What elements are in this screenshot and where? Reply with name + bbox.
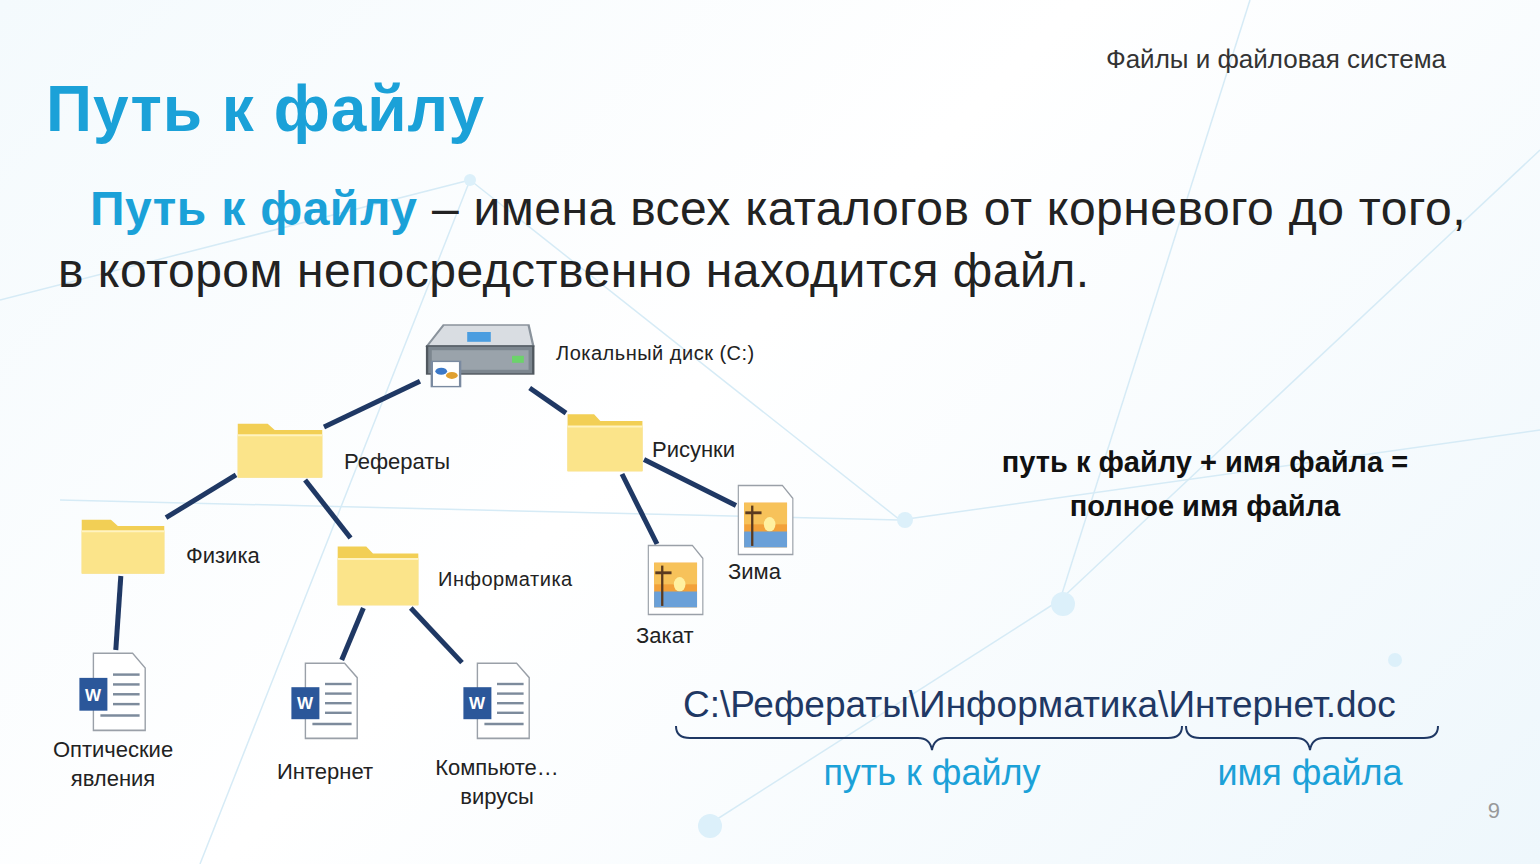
- full-path: C:\Рефераты\Информатика\Интернет.doc: [683, 684, 1396, 726]
- node-label: Информатика: [438, 566, 573, 592]
- folder-icon: [566, 406, 644, 474]
- definition: Путь к файлу – имена всех каталогов от к…: [58, 178, 1466, 302]
- page-number: 9: [1488, 798, 1500, 824]
- formula-note: путь к файлу + имя файла = полное имя фа…: [950, 440, 1460, 528]
- tree-connector: [166, 475, 236, 518]
- brace-label: имя файла: [1217, 752, 1402, 794]
- node-label: Компьюте… вирусы: [408, 754, 586, 811]
- folder-node: Рефераты: [236, 416, 324, 480]
- folder-node: Физика: [80, 512, 166, 576]
- folder-icon: [80, 512, 166, 576]
- definition-term: Путь к файлу: [90, 182, 417, 235]
- brace-label: путь к файлу: [823, 752, 1040, 794]
- tree-connector: [622, 474, 657, 544]
- node-label: Рефераты: [344, 448, 450, 477]
- tree-connector: [644, 460, 736, 506]
- word-badge: W: [463, 689, 491, 719]
- node-label: Локальный диск (C:): [556, 340, 755, 366]
- slide-title: Путь к файлу: [46, 72, 485, 146]
- tree-connector: [411, 608, 462, 663]
- disk-icon: [420, 318, 538, 388]
- folder-icon: [336, 538, 420, 608]
- word-badge: W: [291, 689, 319, 719]
- folder-icon: [236, 416, 324, 480]
- file-node: WОптические явления: [78, 650, 148, 732]
- file-node: WИнтернет: [290, 660, 360, 740]
- tree-connector: [530, 388, 566, 413]
- tree-connector: [116, 576, 121, 650]
- folder-node: Рисунки: [566, 406, 644, 474]
- node-label: Физика: [186, 542, 260, 571]
- folder-node: Информатика: [336, 538, 420, 608]
- node-label: Закат: [636, 622, 693, 651]
- tree-connector: [342, 608, 364, 660]
- img-icon: [736, 484, 794, 556]
- tree-connector: [324, 381, 420, 427]
- img-icon: [646, 544, 704, 616]
- section-header: Файлы и файловая система: [1106, 44, 1446, 75]
- file-node: Закат: [646, 544, 704, 616]
- file-node: WКомпьюте… вирусы: [462, 660, 532, 740]
- word-badge: W: [79, 680, 107, 711]
- file-node: Зима: [736, 484, 794, 556]
- node-label: Зима: [728, 558, 781, 587]
- node-label: Интернет: [250, 758, 400, 787]
- drive-node: Локальный диск (C:): [420, 318, 538, 388]
- node-label: Рисунки: [652, 436, 735, 465]
- node-label: Оптические явления: [30, 736, 196, 793]
- tree-connector: [305, 480, 350, 538]
